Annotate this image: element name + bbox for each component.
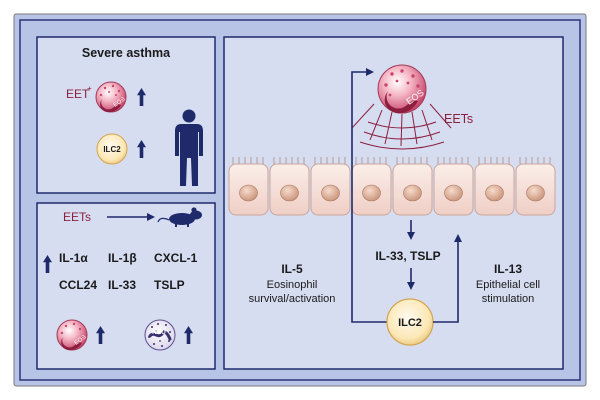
severe-asthma-title: Severe asthma [82, 46, 171, 60]
ilc2-text-1: ILC2 [103, 145, 121, 154]
il13-title: IL-13 [494, 262, 522, 276]
epithelium-cell-icon [433, 163, 474, 216]
epithelium-layer [228, 157, 556, 216]
il13-arrow [433, 234, 462, 323]
cytokine-il1a: IL-1α [59, 251, 88, 265]
eosinophil-icon: EOS [56, 319, 88, 351]
il13-line2: stimulation [482, 293, 535, 305]
epithelium-cell-icon [351, 163, 392, 216]
eosinophil-icon: EOS [377, 64, 427, 114]
cytokine-il33: IL-33 [108, 278, 136, 292]
epithelium-cell-icon [310, 163, 351, 216]
cytokine-il1b: IL-1β [108, 251, 137, 265]
il13-line1: Epithelial cell [476, 279, 540, 291]
cilia [232, 157, 551, 164]
mouse-eets-label: EETs [63, 210, 91, 224]
eosinophil-icon: EOS [95, 81, 127, 113]
il5-line1: Eosinophil [267, 279, 318, 291]
inner-frame [19, 19, 581, 381]
il33-tslp-label: IL-33, TSLP [375, 249, 440, 263]
neu-text: NEU [152, 329, 166, 336]
il5-title: IL-5 [281, 262, 303, 276]
cytokine-cxcl1: CXCL-1 [154, 251, 198, 265]
epithelium-cell-icon [228, 163, 269, 216]
cytokine-tslp: TSLP [154, 278, 185, 292]
il5-loop-arrow [351, 68, 388, 323]
epithelium-cell-icon [392, 163, 433, 216]
human-silhouette-icon [175, 109, 203, 186]
neutrophil-icon: NEU [144, 319, 176, 351]
ilc2-cell-icon: ILC2 [96, 133, 128, 165]
epithelium-cell-icon [515, 163, 556, 216]
il5-line2: survival/activation [249, 293, 336, 305]
net-icon [351, 103, 452, 150]
eet-superscript: + [87, 84, 92, 93]
mechanism-eets-label: EETs [444, 112, 473, 126]
cytokine-ccl24: CCL24 [59, 278, 97, 292]
mouse-icon [157, 207, 202, 227]
epithelium-cell-icon [474, 163, 515, 216]
eet-label: EET [66, 87, 90, 101]
ilc2-text-2: ILC2 [398, 317, 422, 329]
ilc2-cell-icon: ILC2 [386, 298, 434, 346]
epithelium-cell-icon [269, 163, 310, 216]
